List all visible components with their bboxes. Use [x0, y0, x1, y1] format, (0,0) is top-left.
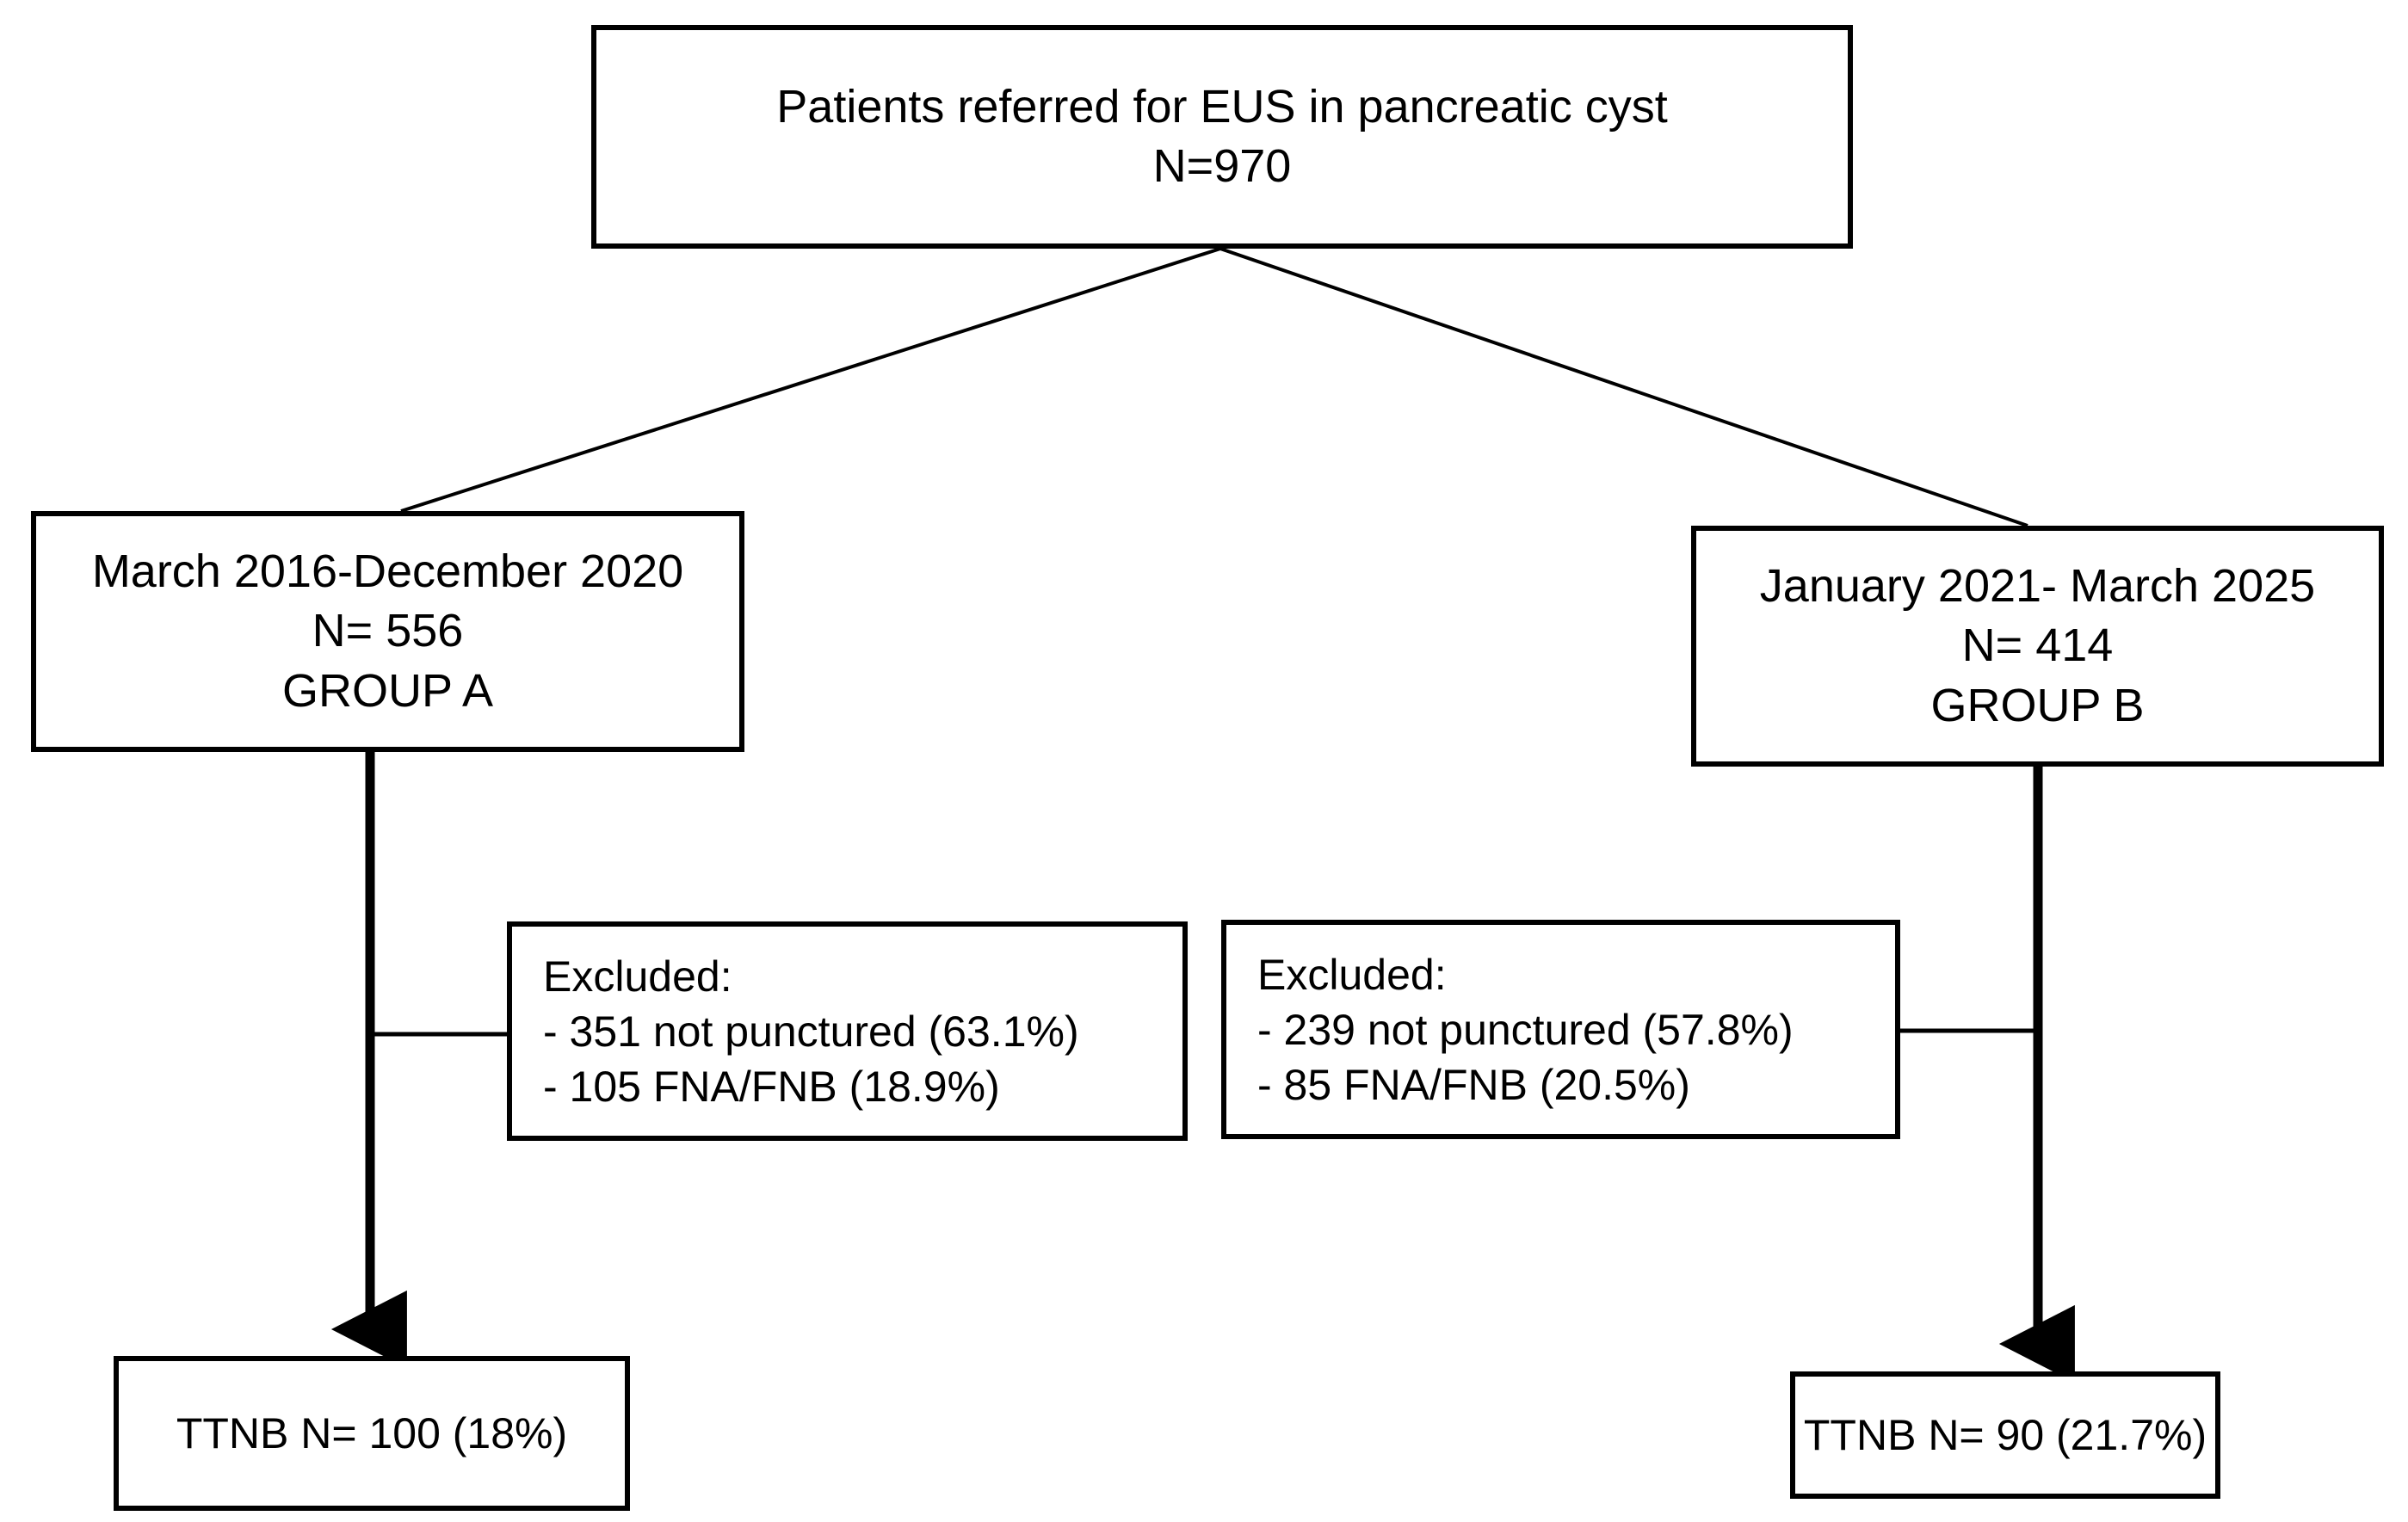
node-excluded-b: Excluded: - 239 not punctured (57.8%) - … [1221, 920, 1900, 1139]
node-group-b-count: N= 414 [1961, 619, 2114, 672]
node-root-cohort: Patients referred for EUS in pancreatic … [591, 25, 1853, 249]
node-root-line-1: Patients referred for EUS in pancreatic … [776, 80, 1668, 132]
node-group-b: January 2021- March 2025 N= 414 GROUP B [1691, 526, 2384, 767]
node-excluded-a: Excluded: - 351 not punctured (63.1%) - … [507, 921, 1188, 1141]
node-group-a-count: N= 556 [312, 605, 464, 657]
connector-root-to-group-a [400, 247, 1221, 513]
node-group-b-label: GROUP B [1930, 679, 2145, 731]
node-group-a: March 2016-December 2020 N= 556 GROUP A [31, 511, 744, 752]
node-excluded-a-item-1: - 351 not punctured (63.1%) [543, 1007, 1079, 1056]
node-group-a-label: GROUP A [281, 664, 494, 717]
node-excluded-a-item-2: - 105 FNA/FNB (18.9%) [543, 1062, 1000, 1111]
connector-root-to-group-b [1219, 247, 2028, 527]
node-ttnb-a: TTNB N= 100 (18%) [114, 1356, 630, 1511]
node-group-a-period: March 2016-December 2020 [91, 545, 684, 598]
node-ttnb-b-label: TTNB N= 90 (21.7%) [1803, 1411, 2207, 1459]
node-ttnb-a-label: TTNB N= 100 (18%) [176, 1409, 568, 1457]
node-excluded-b-item-2: - 85 FNA/FNB (20.5%) [1257, 1060, 1690, 1109]
node-excluded-a-heading: Excluded: [543, 952, 732, 1001]
node-root-line-2: N=970 [1152, 140, 1292, 192]
node-ttnb-b: TTNB N= 90 (21.7%) [1790, 1371, 2220, 1499]
node-excluded-b-item-1: - 239 not punctured (57.8%) [1257, 1005, 1794, 1054]
node-excluded-b-heading: Excluded: [1257, 950, 1447, 999]
node-group-b-period: January 2021- March 2025 [1759, 560, 2316, 613]
